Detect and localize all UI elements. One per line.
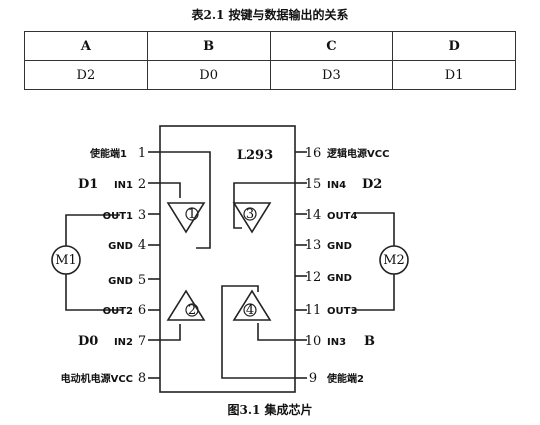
buffer-1-badge: [185, 207, 199, 221]
buffer-4-number: 4: [246, 303, 254, 318]
enable1-wire: [160, 151, 211, 249]
m2-wire-bottom: [352, 274, 395, 311]
pin8-number: 8: [138, 371, 146, 386]
pin15-label: IN4: [327, 180, 346, 191]
enable2-wire: [221, 285, 295, 379]
buffer-4-triangle: [232, 289, 272, 321]
chip-body: [159, 125, 296, 393]
pin11-label: OUT3: [327, 306, 357, 317]
data-cell-a: D2: [24, 60, 148, 90]
pin1-label: 使能端1: [89, 147, 127, 160]
pin3-label: OUT1: [103, 211, 133, 222]
pin10-number: 10: [305, 334, 322, 349]
signal-d1: D1: [78, 177, 98, 192]
motor-m2-label: M2: [383, 253, 405, 268]
pin12-number: 12: [305, 270, 322, 285]
chip-name: L293: [237, 148, 273, 163]
pin5-number: 5: [138, 273, 146, 288]
buffer-1-triangle: [166, 202, 206, 234]
header-cell-c: C: [269, 31, 394, 61]
signal-d0: D0: [78, 334, 98, 349]
in1-wire: [160, 182, 181, 198]
data-cell-c: D3: [269, 60, 394, 90]
m1-wire-bottom: [65, 274, 122, 311]
in3-wire: [257, 323, 295, 341]
m2-wire-top: [355, 212, 395, 246]
pin13-number: 13: [305, 238, 322, 253]
pin4-number: 4: [138, 238, 146, 253]
buffer-2-triangle: [166, 289, 206, 321]
data-cell-b: D0: [146, 60, 271, 90]
pin14-number: 14: [305, 208, 322, 223]
buffer-3-number: 3: [246, 207, 254, 222]
pin11-number: 11: [305, 303, 322, 318]
table-caption: 表2.1 按键与数据输出的关系: [191, 8, 349, 22]
buffer-1-number: 1: [188, 207, 196, 222]
m1-wire-top: [65, 214, 120, 246]
buffer-3-triangle: [232, 202, 272, 234]
table-data-row: D2 D0 D3 D1: [24, 60, 516, 90]
data-cell-d: D1: [392, 60, 516, 90]
pin4-label: GND: [108, 241, 133, 252]
pin16-label: 逻辑电源VCC: [327, 147, 389, 160]
buffer-2-badge: [185, 303, 199, 317]
pin12-label: GND: [327, 273, 352, 284]
pin3-number: 3: [138, 208, 146, 223]
pin6-label: OUT2: [103, 306, 133, 317]
buffer-4-badge: [243, 303, 257, 317]
pin13-label: GND: [327, 241, 352, 252]
signal-b: B: [364, 334, 375, 349]
pin15-number: 15: [305, 177, 322, 192]
pin10-label: IN3: [327, 337, 346, 348]
key-output-table: A B C D D2 D0 D3 D1: [24, 31, 516, 90]
signal-d2: D2: [362, 177, 382, 192]
pin14-label: OUT4: [327, 211, 357, 222]
motor-m1-icon: [51, 245, 81, 275]
pin2-number: 2: [138, 177, 146, 192]
pin16-number: 16: [305, 146, 322, 161]
buffer-2-number: 2: [188, 303, 196, 318]
pin9-label: 使能端2: [326, 372, 364, 385]
pin5-label: GND: [108, 276, 133, 287]
header-cell-b: B: [146, 31, 271, 61]
in4-wire: [233, 182, 295, 229]
figure-caption: 图3.1 集成芯片: [227, 403, 313, 417]
pin7-number: 7: [138, 334, 146, 349]
pin8-label: 电动机电源VCC: [61, 372, 133, 385]
pin7-label: IN2: [114, 337, 133, 348]
buffer-3-badge: [243, 207, 257, 221]
pin6-number: 6: [138, 303, 146, 318]
header-cell-a: A: [24, 31, 148, 61]
pin2-label: IN1: [114, 180, 133, 191]
pin9-number: 9: [309, 371, 317, 386]
motor-m2-icon: [379, 245, 409, 275]
in2-wire: [160, 324, 181, 341]
pin1-number: 1: [138, 146, 146, 161]
table-header-row: A B C D: [24, 31, 516, 61]
motor-m1-label: M1: [55, 253, 77, 268]
